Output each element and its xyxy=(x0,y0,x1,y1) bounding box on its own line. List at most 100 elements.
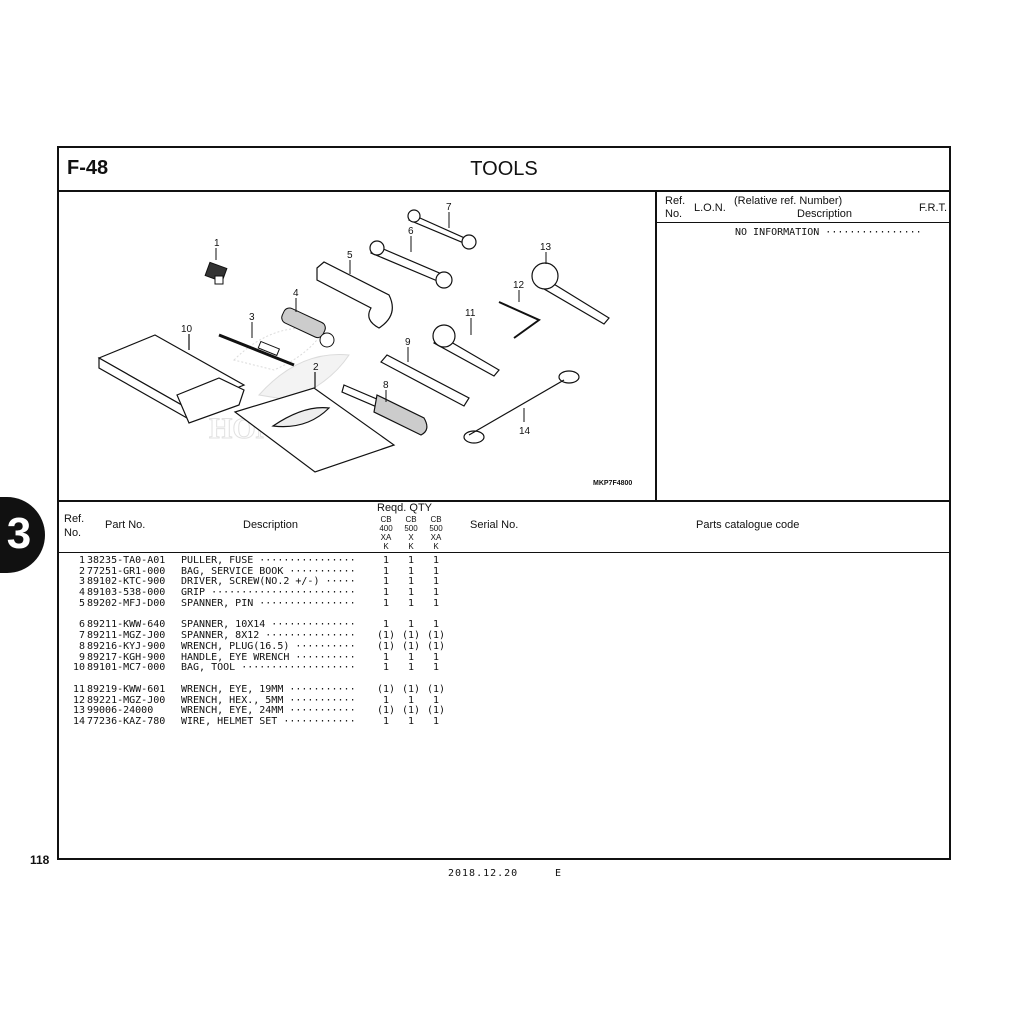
qty-cell: 1 xyxy=(432,619,440,631)
part-description: GRIP ························ xyxy=(181,587,356,599)
qty-cell: (1) xyxy=(426,683,446,695)
image-code: MKP7F4800 xyxy=(593,480,632,487)
qty-cell: 1 xyxy=(407,565,415,577)
qty-cell: 1 xyxy=(382,651,390,663)
part-description: WRENCH, HEX., 5MM ··········· xyxy=(181,694,356,706)
callout-8: 8 xyxy=(383,380,389,391)
callout-11: 11 xyxy=(465,308,476,319)
callout-4: 4 xyxy=(293,288,299,299)
tool-bag-drawing xyxy=(97,334,246,424)
qty-cell: 1 xyxy=(432,576,440,588)
qty-cell: (1) xyxy=(376,683,396,695)
qty-cell: 1 xyxy=(407,555,415,566)
part-number: 89221-MGZ-J00 xyxy=(87,694,166,706)
ref-number: 4 xyxy=(78,587,85,599)
part-number: 38235-TA0-A01 xyxy=(87,555,166,566)
qty-cell: 1 xyxy=(432,694,440,706)
part-number: 89103-538-000 xyxy=(87,587,166,599)
part-description: WIRE, HELMET SET ············ xyxy=(181,715,356,727)
callout-5: 5 xyxy=(347,250,353,261)
ref-number: 9 xyxy=(78,651,85,663)
part-description: BAG, TOOL ··················· xyxy=(181,662,356,674)
qty-cell: 1 xyxy=(432,651,440,663)
qty-cell: 1 xyxy=(407,694,415,706)
qty-col-3: CB 500 XA K xyxy=(429,515,443,551)
qty-cell: 1 xyxy=(382,587,390,599)
reference-header: Ref. No. L.O.N. (Relative ref. Number) D… xyxy=(657,190,951,223)
col-catalogue-code: Parts catalogue code xyxy=(696,519,800,531)
part-description: SPANNER, 10X14 ·············· xyxy=(181,619,356,631)
plug-wrench-drawing xyxy=(341,384,428,436)
qty-cell: (1) xyxy=(401,705,421,717)
no-information-text: NO INFORMATION ················ xyxy=(735,227,922,238)
hex-wrench-drawing xyxy=(498,290,541,339)
page-title: TOOLS xyxy=(470,158,538,180)
ref-number: 10 xyxy=(72,662,85,674)
ref-number: 8 xyxy=(78,640,85,652)
qty-cell: 1 xyxy=(382,597,390,609)
ref-number: 11 xyxy=(72,683,85,695)
part-number: 89101-MC7-000 xyxy=(87,662,166,674)
qty-cell: (1) xyxy=(376,630,396,642)
ref-number: 13 xyxy=(72,705,85,717)
qty-cell: 1 xyxy=(407,597,415,609)
part-description: BAG, SERVICE BOOK ··········· xyxy=(181,565,356,577)
qty-cell: 1 xyxy=(432,715,440,727)
qty-cell: (1) xyxy=(401,683,421,695)
qty-cell: 1 xyxy=(432,555,440,566)
reference-panel: Ref. No. L.O.N. (Relative ref. Number) D… xyxy=(657,190,951,502)
ref-no-label: No. xyxy=(665,208,683,220)
part-number: 89102-KTC-900 xyxy=(87,576,166,588)
col-part-no: Part No. xyxy=(105,519,146,531)
part-description: WRENCH, EYE, 24MM ··········· xyxy=(181,705,356,717)
page-number: 118 xyxy=(30,853,50,867)
col-description: Description xyxy=(243,519,299,531)
part-number: 89219-KWW-601 xyxy=(87,683,166,695)
helmet-wire-drawing xyxy=(463,370,580,444)
screwdriver-drawing xyxy=(218,322,295,367)
ref-label: Ref. xyxy=(665,195,686,207)
qty-cell: (1) xyxy=(376,640,396,652)
part-number: 99006-24000 xyxy=(87,705,154,717)
qty-cell: (1) xyxy=(401,640,421,652)
part-description: WRENCH, EYE, 19MM ··········· xyxy=(181,683,356,695)
qty-cell: 1 xyxy=(407,619,415,631)
description-label: Description xyxy=(797,208,853,220)
tools-illustration: HONDA xyxy=(97,202,632,487)
qty-cell: 1 xyxy=(382,662,390,674)
col-ref: Ref. xyxy=(64,513,85,525)
section-tab[interactable]: 3 xyxy=(0,497,45,573)
qty-col-1: CB 400 XA K xyxy=(379,515,393,551)
ref-number: 1 xyxy=(78,555,85,566)
callout-2: 2 xyxy=(313,362,319,373)
part-description: HANDLE, EYE WRENCH ·········· xyxy=(181,651,356,663)
eye-wrench-19mm-drawing xyxy=(432,318,500,377)
spanner-8x12-drawing xyxy=(407,209,477,250)
callout-1: 1 xyxy=(214,238,220,249)
qty-cell: 1 xyxy=(382,565,390,577)
ref-number: 3 xyxy=(78,576,85,588)
eye-wrench-handle-drawing xyxy=(380,347,470,407)
part-description: WRENCH, PLUG(16.5) ·········· xyxy=(181,640,356,652)
footer-date: 2018.12.20 xyxy=(448,868,519,879)
qty-cell: 1 xyxy=(382,619,390,631)
ref-number: 7 xyxy=(78,630,85,642)
part-description: SPANNER, PIN ················ xyxy=(181,597,356,609)
col-reqd-qty: Reqd. QTY xyxy=(377,502,433,514)
part-number: 89211-KWW-640 xyxy=(87,619,166,631)
qty-cell: (1) xyxy=(426,630,446,642)
